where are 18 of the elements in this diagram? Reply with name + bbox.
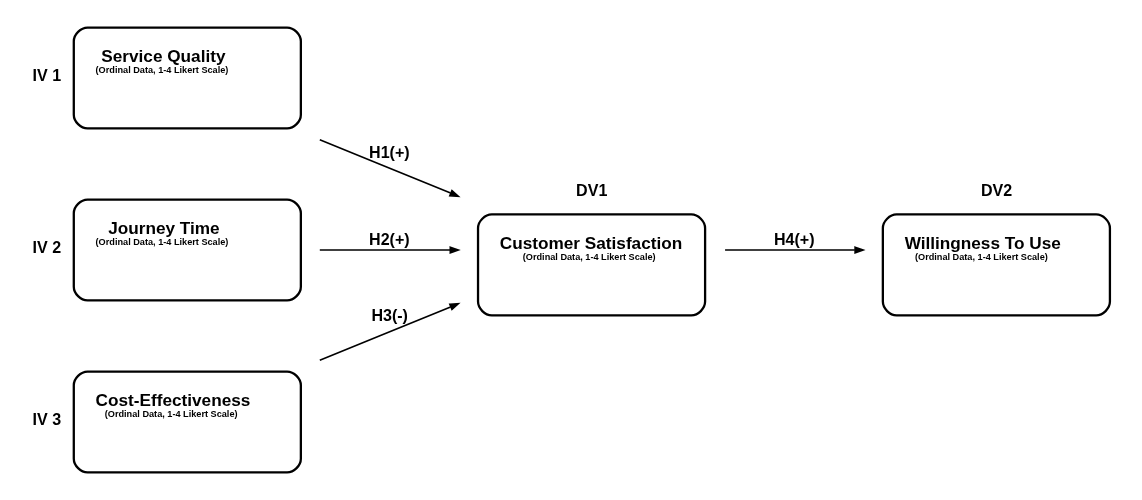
node-label: IV 2 — [32, 238, 61, 257]
node-label: IV 1 — [32, 66, 61, 85]
node-label: DV1 — [575, 181, 607, 200]
arrow — [723, 246, 866, 254]
arrow — [318, 302, 461, 361]
edge-label: H4(+) — [773, 229, 814, 248]
node-box: Cost-Effectiveness (Ordinal Data, 1-4 Likert Scale) — [72, 370, 302, 474]
node-box: Journey Time (Ordinal Data, 1-4 Likert Scale) — [72, 198, 302, 302]
edge-label: H1(+) — [368, 143, 410, 162]
arrow — [318, 139, 461, 198]
node-label: DV2 — [980, 181, 1012, 200]
edge-label: H2(+) — [368, 229, 410, 248]
node-label: IV 3 — [32, 410, 61, 429]
edge-label: H3(-) — [370, 306, 408, 325]
arrow — [318, 246, 461, 254]
node-box: Service Quality (Ordinal Data, 1-4 Likert Scale) — [72, 26, 302, 130]
node-box: Willingness To Use (Ordinal Data, 1-4 Likert Scale) — [881, 213, 1111, 317]
node-box: Customer Satisfaction (Ordinal Data, 1-4 Likert Scale) — [476, 213, 706, 317]
